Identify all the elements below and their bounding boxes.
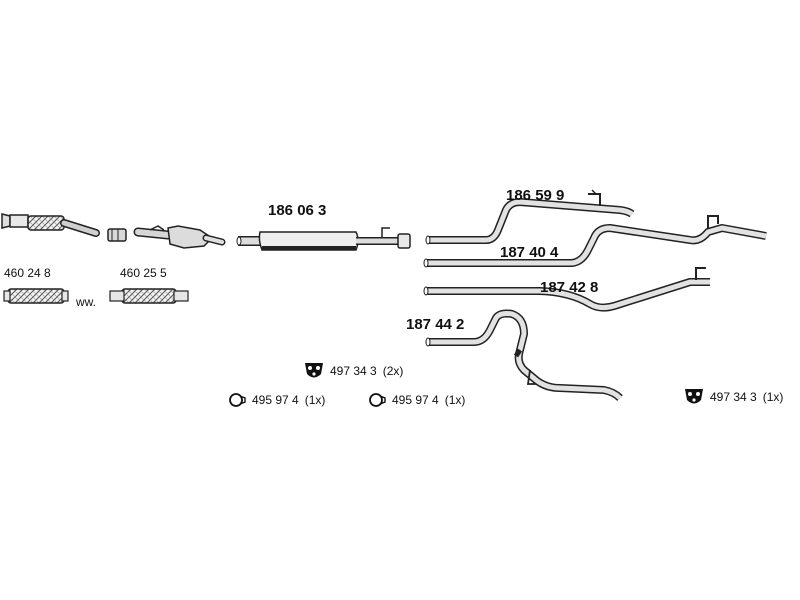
hardware-item[interactable]: 495 97 4 (1x) (228, 392, 325, 408)
rear-pipe-187-44-2[interactable] (425, 309, 623, 401)
front-pipe-assembly[interactable] (1, 213, 100, 237)
part-number-187-44-2: 187 44 2 (406, 316, 465, 333)
hardware-item[interactable]: 495 97 4 (1x) (368, 392, 465, 408)
connector-pipe[interactable] (107, 228, 127, 242)
flex-pipe-460-24-8[interactable] (3, 288, 69, 304)
hardware-item[interactable]: 497 34 3 (1x) (684, 388, 783, 406)
rear-pipe-187-40-4[interactable] (423, 215, 767, 268)
rear-pipe-187-42-8[interactable] (423, 267, 710, 312)
hardware-number: 495 97 4 (392, 393, 439, 407)
part-number-460-25-5: 460 25 5 (120, 266, 167, 280)
hardware-item[interactable]: 497 34 3 (2x) (304, 362, 403, 380)
separator-ww: ww. (76, 295, 97, 309)
hardware-number: 497 34 3 (330, 364, 377, 378)
clamp-ring-icon (229, 393, 246, 407)
hardware-qty: (2x) (382, 364, 404, 378)
part-number-187-42-8: 187 42 8 (540, 279, 599, 296)
hardware-number: 495 97 4 (252, 393, 299, 407)
rubber-mount-icon (305, 363, 323, 378)
part-number-186-59-9: 186 59 9 (506, 187, 565, 204)
hardware-qty: (1x) (444, 393, 466, 407)
part-number-460-24-8: 460 24 8 (4, 266, 51, 280)
rubber-mount-icon (685, 389, 703, 404)
flex-pipe-460-25-5[interactable] (109, 288, 189, 304)
front-silencer[interactable] (236, 227, 411, 251)
part-number-187-40-4: 187 40 4 (500, 244, 559, 261)
hardware-qty: (1x) (762, 390, 784, 404)
part-number-186-06-3: 186 06 3 (268, 202, 327, 219)
clamp-ring-icon (369, 393, 386, 407)
hardware-qty: (1x) (304, 393, 326, 407)
catalytic-converter[interactable] (133, 225, 226, 249)
hardware-number: 497 34 3 (710, 390, 757, 404)
rear-pipe-186-59-9[interactable] (425, 189, 635, 245)
